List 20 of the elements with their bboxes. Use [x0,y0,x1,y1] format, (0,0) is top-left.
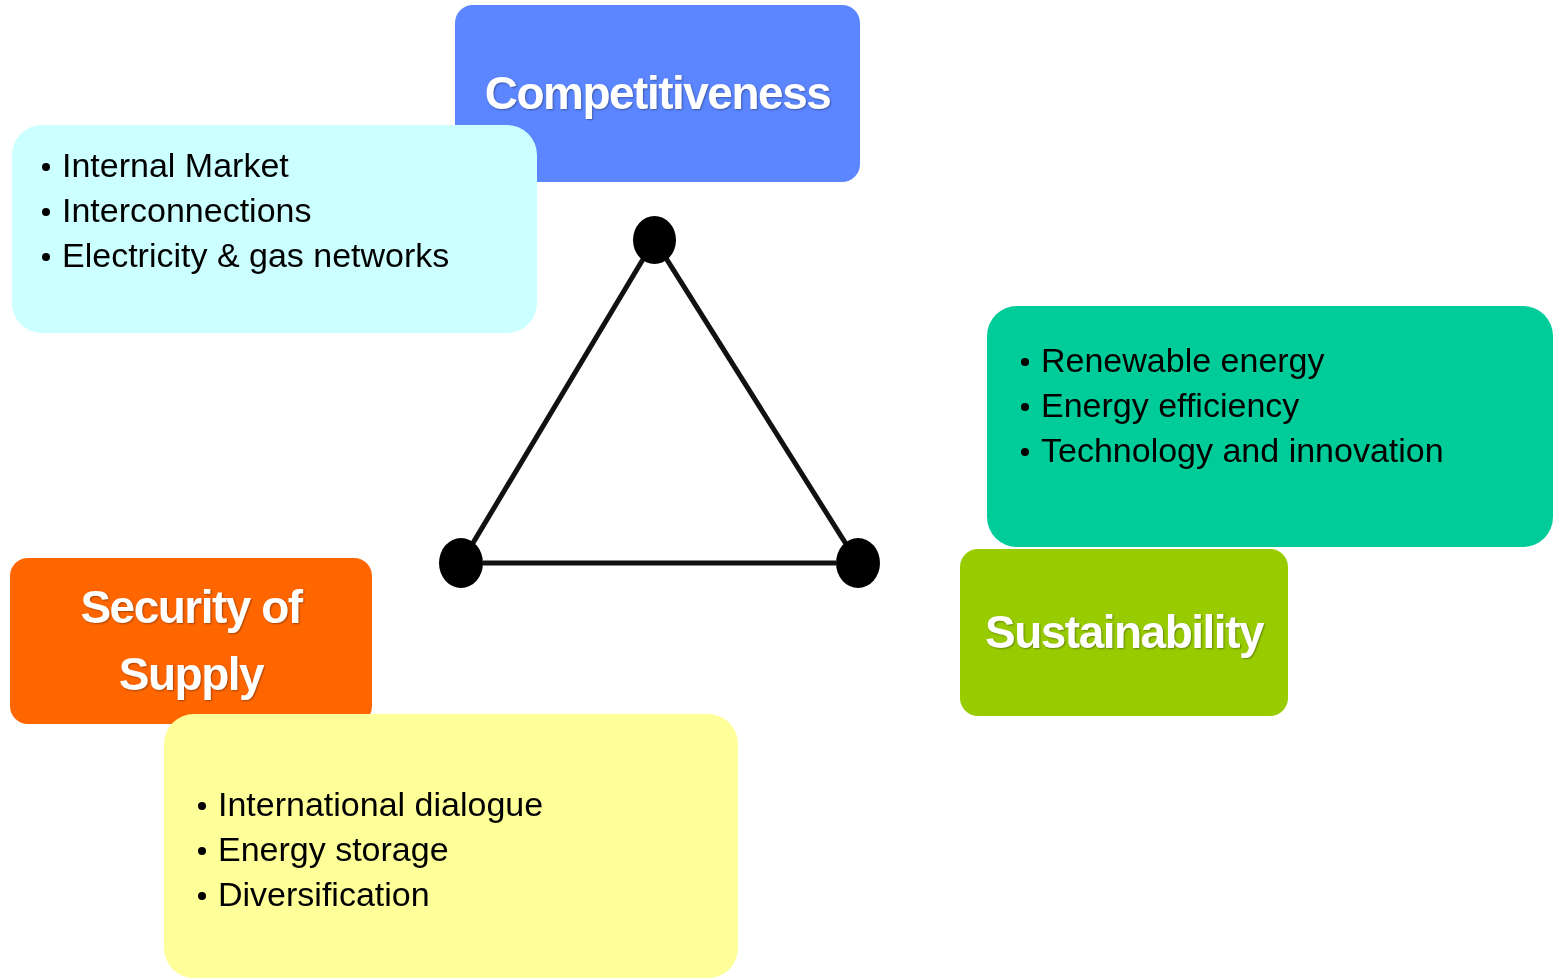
vertex-dot [439,538,483,588]
triangle-side [663,256,849,546]
triangle-side [470,257,646,546]
bullet-item: Energy efficiency [1019,383,1553,428]
bullet-box [164,714,738,978]
bullet-box [12,125,537,333]
bullet-item: Renewable energy [1019,338,1553,383]
triangle-side [483,560,836,566]
bullet-item: Energy storage [196,827,738,872]
title-box: Sustainability [960,549,1288,716]
bullet-item: Electricity & gas networks [40,233,537,278]
bullet-box [987,306,1553,547]
title-box: Security of Supply [10,558,372,724]
bullet-item: Diversification [196,872,738,917]
title-box: Competitiveness [455,5,860,182]
vertex-dot [836,538,880,588]
vertex-dot [633,216,676,264]
bullet-item: Interconnections [40,188,537,233]
bullet-item: International dialogue [196,782,738,827]
bullet-item: Technology and innovation [1019,428,1553,473]
